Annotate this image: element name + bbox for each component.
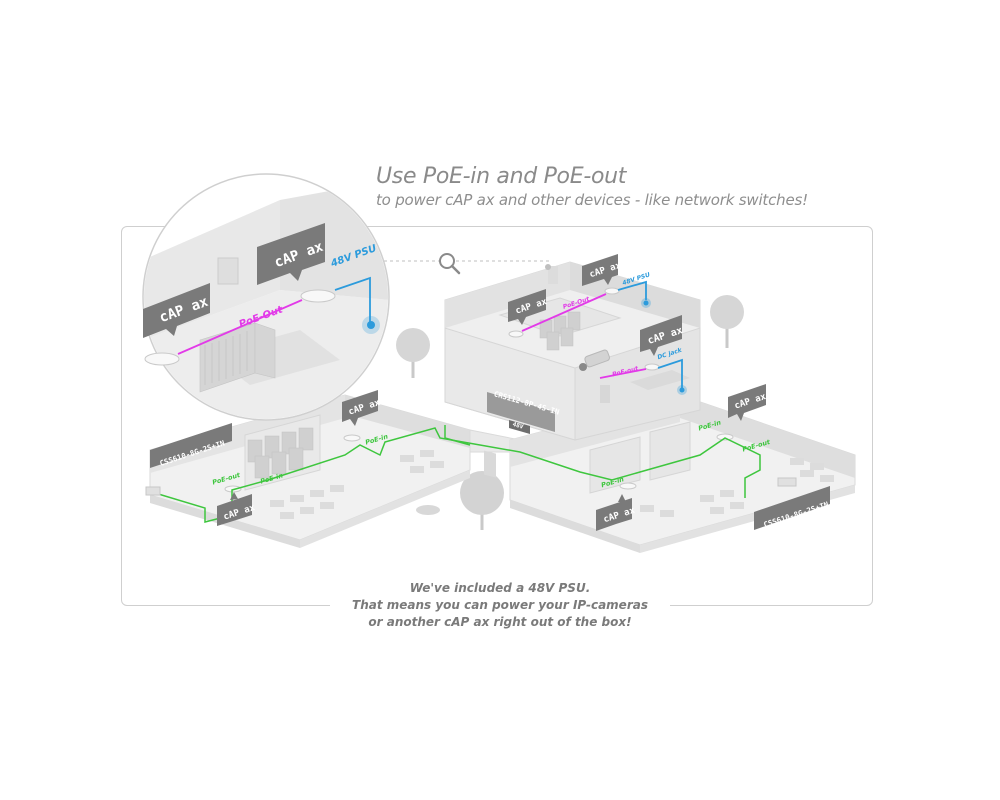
cap-device xyxy=(300,289,336,303)
subheadline: to power cAP ax and other devices - like… xyxy=(376,191,808,209)
cap-label: cAP ax xyxy=(582,254,623,286)
cap-label: cAP ax xyxy=(508,289,549,325)
cap-device xyxy=(508,330,524,338)
ip-camera xyxy=(579,349,610,371)
psu-glow xyxy=(362,298,687,395)
headline: Use PoE-in and PoE-out xyxy=(376,164,627,189)
cap-device xyxy=(144,352,180,366)
psu-short-label: 48V xyxy=(512,421,525,431)
left-building xyxy=(149,394,471,548)
tree xyxy=(710,295,744,348)
footer-line-2: That means you can power your IP-cameras xyxy=(352,598,648,612)
cap-device xyxy=(619,482,637,490)
magnifier-icon xyxy=(439,253,461,275)
zoom-circle xyxy=(142,173,390,421)
footer-note: We've included a 48V PSU. That means you… xyxy=(330,580,670,631)
cap-label: cAP ax xyxy=(728,384,768,421)
psu-line xyxy=(334,276,683,388)
poe-out-line xyxy=(177,293,647,379)
tree xyxy=(396,328,430,378)
cap-device xyxy=(604,287,620,295)
cap-device xyxy=(644,363,660,371)
zoom-callout xyxy=(371,253,552,275)
footer-line-1: We've included a 48V PSU. xyxy=(409,581,591,595)
bush xyxy=(416,505,440,515)
cap-device xyxy=(716,433,734,441)
cap-label: cAP ax xyxy=(640,315,684,356)
tree xyxy=(460,471,504,530)
cap-label: cAP ax xyxy=(342,390,382,426)
footer-line-3: or another cAP ax right out of the box! xyxy=(368,615,632,629)
cap-device xyxy=(343,434,361,442)
